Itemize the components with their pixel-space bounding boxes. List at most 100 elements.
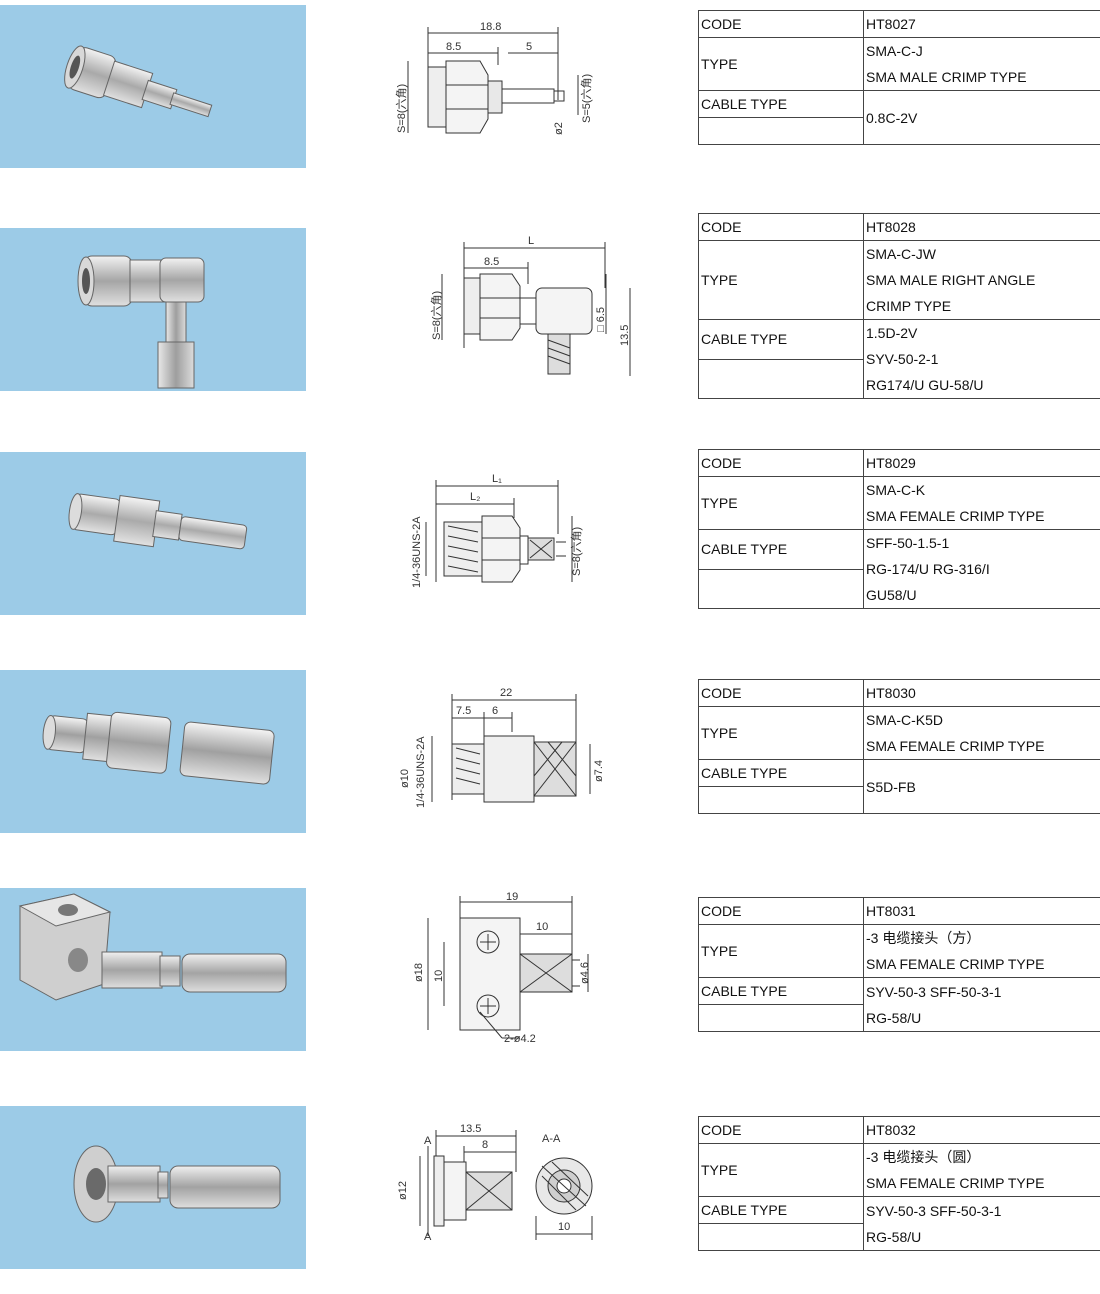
dim-crimp-diameter: ø4.6 (579, 962, 591, 984)
spec-row-code: CODE HT8032 (698, 1116, 1100, 1144)
dim-crimp-length: 10 (536, 921, 548, 933)
spec-row-code: CODE HT8031 (698, 897, 1100, 925)
cable-type-value: SYV-50-3 SFF-50-3-1 RG-58/U (863, 1196, 1100, 1251)
cable-line: 1.5D-2V (866, 325, 918, 341)
dim-nut-length: 6 (492, 705, 498, 717)
dim-body-length: 8.5 (446, 41, 461, 53)
dim-section-width: 10 (558, 1221, 570, 1233)
dim-overall-length: 18.8 (480, 21, 501, 33)
type-line: SMA FEMALE CRIMP TYPE (866, 738, 1045, 754)
cable-type-value: SFF-50-1.5-1 RG-174/U RG-316/I GU58/U (863, 529, 1100, 609)
code-label: CODE (698, 1116, 864, 1144)
dimension-drawing: 19 10 ø18 10 ø4.6 2-ø4.2 (380, 888, 630, 1051)
type-value: SMA-C-JW SMA MALE RIGHT ANGLE CRIMP TYPE (863, 240, 1100, 320)
dim-crimp-length: 5 (526, 41, 532, 53)
cable-line: RG174/U GU-58/U (866, 377, 984, 393)
type-label: TYPE (698, 37, 864, 91)
code-value: HT8030 (863, 679, 1100, 707)
dim-square-size: □ 6.5 (595, 307, 607, 332)
code-label: CODE (698, 449, 864, 477)
dim-overall-length: 22 (500, 687, 512, 699)
dim-hole-diameter: 2-ø4.2 (504, 1033, 536, 1045)
type-label: TYPE (698, 706, 864, 760)
type-line: SMA-C-J (866, 43, 923, 59)
type-line: -3 电缆接头（圆） (866, 1149, 981, 1165)
type-label: TYPE (698, 240, 864, 320)
dim-thread: 1/4-36UNS-2A (411, 516, 423, 588)
sma-female-crimp-drawing-icon: L₁ L₂ 1/4-36UNS-2A S=8(六角) (411, 473, 583, 588)
dim-thread: 1/4-36UNS-2A (415, 736, 427, 808)
sma-female-crimp-photo-icon (68, 493, 248, 550)
type-line: SMA FEMALE CRIMP TYPE (866, 508, 1045, 524)
blank-cell (698, 117, 864, 145)
sma-square-flange-drawing-icon: 19 10 ø18 10 ø4.6 2-ø4.2 (413, 891, 591, 1045)
type-line: -3 电缆接头（方） (866, 930, 981, 946)
code-value: HT8028 (863, 213, 1100, 241)
cable-type-value: SYV-50-3 SFF-50-3-1 RG-58/U (863, 977, 1100, 1032)
spec-row-type: TYPE SMA-C-K5D SMA FEMALE CRIMP TYPE (698, 706, 1100, 760)
blank-cell (698, 568, 864, 609)
cable-type-value: S5D-FB (863, 759, 1100, 814)
dim-height: 13.5 (619, 325, 631, 346)
type-value: SMA-C-J SMA MALE CRIMP TYPE (863, 37, 1100, 91)
spec-row-blank (698, 1004, 1100, 1032)
spec-row-type: TYPE SMA-C-JW SMA MALE RIGHT ANGLE CRIMP… (698, 240, 1100, 320)
blank-cell (698, 1004, 864, 1032)
spec-row-cable: CABLE TYPE SYV-50-3 SFF-50-3-1 RG-58/U (698, 1196, 1100, 1251)
sma-square-flange-photo-icon (18, 893, 287, 1001)
cable-type-label: CABLE TYPE (698, 529, 864, 570)
spec-table: CODE HT8027 TYPE SMA-C-J SMA MALE CRIMP … (698, 10, 1100, 145)
type-line: SMA FEMALE CRIMP TYPE (866, 956, 1045, 972)
spec-table: CODE HT8029 TYPE SMA-C-K SMA FEMALE CRIM… (698, 449, 1100, 609)
sma-male-crimp-drawing-icon: 18.8 8.5 5 S=8(六角) S=5(六角) ø2 (395, 21, 593, 135)
sma-female-5d-photo-icon (42, 711, 275, 785)
product-photo (0, 1106, 306, 1269)
section-label: A-A (542, 1133, 561, 1145)
dimension-drawing: L₁ L₂ 1/4-36UNS-2A S=8(六角) (380, 452, 630, 615)
spec-row-cable: CABLE TYPE SFF-50-1.5-1 RG-174/U RG-316/… (698, 529, 1100, 609)
dim-flange-size: ø18 (413, 963, 425, 982)
cable-line: RG-58/U (866, 1009, 922, 1026)
spec-row-blank (698, 786, 1100, 814)
code-value: HT8029 (863, 449, 1100, 477)
spec-table: CODE HT8028 TYPE SMA-C-JW SMA MALE RIGHT… (698, 213, 1100, 399)
spec-row-type: TYPE SMA-C-J SMA MALE CRIMP TYPE (698, 37, 1100, 91)
spec-row-code: CODE HT8029 (698, 449, 1100, 477)
type-line: SMA-C-JW (866, 246, 936, 262)
product-photo (0, 888, 306, 1051)
product-photo (0, 670, 306, 833)
type-value: SMA-C-K5D SMA FEMALE CRIMP TYPE (863, 706, 1100, 760)
type-line: SMA MALE RIGHT ANGLE (866, 272, 1036, 288)
dim-outer-diameter: ø10 (399, 769, 411, 788)
sma-male-crimp-photo-icon (64, 45, 213, 118)
cable-type-label: CABLE TYPE (698, 90, 864, 118)
code-value: HT8032 (863, 1116, 1100, 1144)
cable-type-label: CABLE TYPE (698, 1196, 864, 1224)
sma-round-flange-photo-icon (73, 1145, 281, 1223)
dimension-drawing: 22 7.5 6 ø10 1/4-36UNS-2A ø7.4 (380, 670, 630, 833)
code-value: HT8027 (863, 10, 1100, 38)
dim-flange-diameter: ø12 (397, 1181, 409, 1200)
cable-line: SYV-50-3 SFF-50-3-1 (866, 983, 1002, 1000)
product-photo (0, 452, 306, 615)
cable-type-label: CABLE TYPE (698, 977, 864, 1005)
spec-row-blank (698, 568, 1100, 609)
spec-table: CODE HT8031 TYPE -3 电缆接头（方） SMA FEMALE C… (698, 897, 1100, 1032)
sma-round-flange-drawing-icon: 13.5 8 ø12 A A A-A 10 (397, 1123, 593, 1243)
spec-row-cable: CABLE TYPE S5D-FB (698, 759, 1100, 814)
code-label: CODE (698, 213, 864, 241)
spec-row-type: TYPE -3 电缆接头（圆） SMA FEMALE CRIMP TYPE (698, 1143, 1100, 1197)
cable-type-label: CABLE TYPE (698, 759, 864, 787)
spec-row-blank (698, 117, 1100, 145)
spec-row-blank (698, 1223, 1100, 1251)
dim-front-length: 7.5 (456, 705, 471, 717)
type-line: SMA MALE CRIMP TYPE (866, 69, 1027, 85)
type-value: -3 电缆接头（方） SMA FEMALE CRIMP TYPE (863, 924, 1100, 978)
spec-row-code: CODE HT8028 (698, 213, 1100, 241)
spec-row-cable: CABLE TYPE 0.8C-2V (698, 90, 1100, 145)
code-label: CODE (698, 679, 864, 707)
dim-l1: L₁ (492, 473, 502, 485)
sma-female-5d-drawing-icon: 22 7.5 6 ø10 1/4-36UNS-2A ø7.4 (399, 687, 605, 808)
dim-body-length: 8.5 (484, 256, 499, 268)
dim-length: L (528, 235, 534, 247)
